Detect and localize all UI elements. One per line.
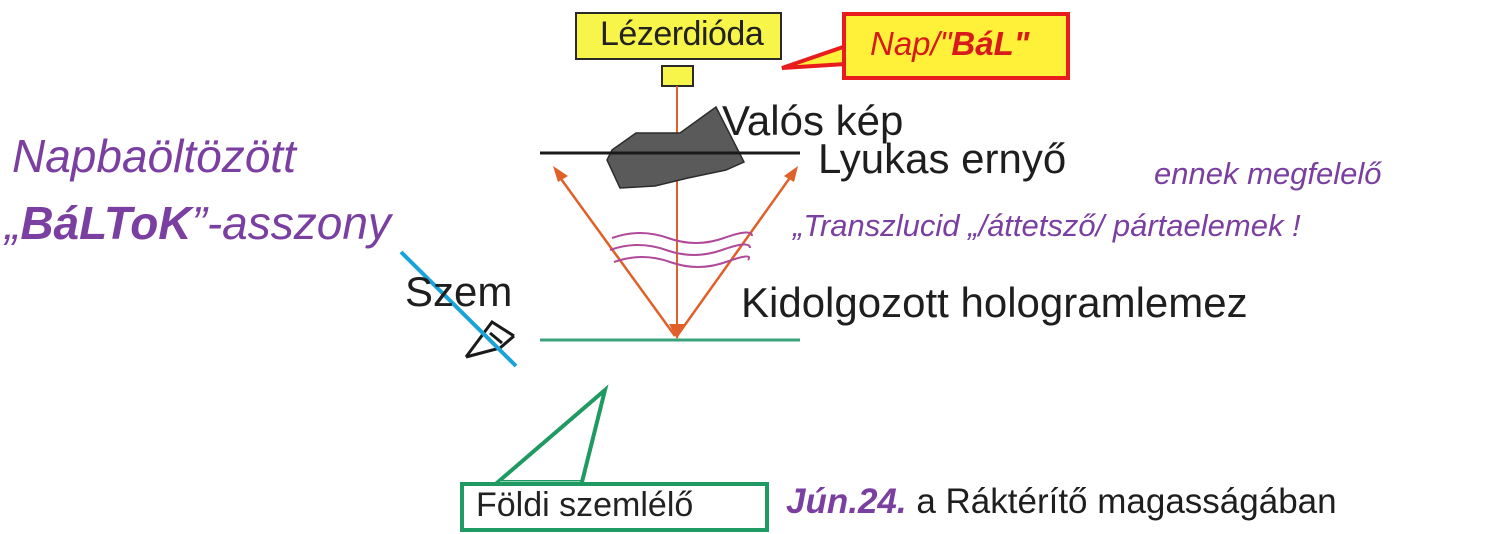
observer-callout-tail [492,384,609,484]
real-image-label: Valós kép [722,97,904,144]
ray-left [554,171,677,337]
date-value: Jún.24. [786,482,907,521]
ray-right [675,171,796,337]
date-caption: Jún.24. a Ráktérítő magasságában [786,484,1337,519]
real-image-shape [606,105,746,189]
laser-diode-label: Lézerdióda [600,15,764,53]
wave-fronts [609,231,753,268]
laser-diode-box [575,12,782,60]
ray-bottom-arrowhead [669,324,685,339]
observer-label: Földi szemlélő [476,486,694,524]
hologram-label: Kidolgozott hologramlemez [741,279,1248,326]
eye-strike-line [399,250,518,368]
observer-callout-box [460,482,769,532]
screen-label: Lyukas ernyő [818,135,1067,182]
nap-callout-label: Nap/"BáL" [870,27,1029,60]
nap-callout-tail [781,43,848,70]
lady-line2-suffix: ”-asszony [191,197,391,249]
eye-label: Szem [405,268,513,315]
ray-right-arrowhead [784,166,798,182]
lady-line2-prefix: „ [5,197,21,249]
lady-title-line1: Napbaöltözött [12,130,296,182]
lady-line2-bold: BáLToK [20,197,192,249]
lady-title-line2: „BáLToK”-asszony [5,200,391,246]
nap-callout-box [842,12,1070,80]
nap-bold: BáL" [951,25,1030,62]
ennek-megfelelo-label: ennek megfelelő [1154,156,1382,191]
transzlucid-label: „Transzlucid „/áttetsző/ pártaelemek ! [793,208,1301,243]
nap-prefix: Nap/" [870,25,952,62]
date-rest: a Ráktérítő magasságában [906,482,1337,521]
laser-emitter [661,65,694,87]
ray-left-arrowhead [553,166,568,182]
